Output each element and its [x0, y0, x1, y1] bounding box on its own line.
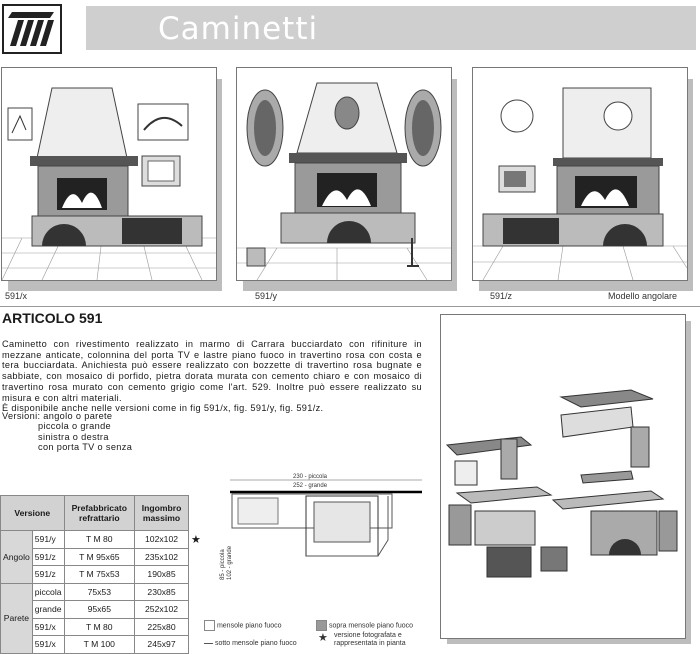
table-row: 591/x T M 80 225x80: [1, 617, 189, 636]
table-cell: 230x85: [134, 582, 189, 601]
table-row: 591/z T M 95x65 235x102: [1, 547, 189, 566]
article-heading: ARTICOLO 591: [2, 310, 103, 326]
table-cell: 245x97: [134, 635, 189, 654]
table-cell: 591/z: [31, 547, 65, 566]
versions-list: Versioni: angolo o parete piccola o gran…: [2, 411, 132, 452]
table-header-row: Versione Prefabbricato refrattario Ingom…: [0, 495, 189, 531]
table-cell: 591/x: [31, 635, 65, 654]
versions-label: Versioni: angolo o parete: [2, 411, 113, 421]
caption-591z: 591/z: [490, 291, 513, 301]
legend-label: versione fotografata e rappresentata in …: [334, 632, 406, 647]
legend-item: ★ versione fotografata e rappresentata i…: [318, 632, 428, 648]
group-label: Angolo: [0, 530, 33, 584]
version-item: con porta TV o senza: [38, 441, 133, 452]
divider: [0, 306, 700, 307]
table-header: Versione: [0, 495, 65, 531]
legend-label: mensole piano fuoco: [216, 622, 282, 630]
table-row: Angolo 591/y T M 80 102x102 ★: [0, 530, 201, 584]
plan-dim-small: 230 - piccola: [293, 474, 328, 480]
table-cell: grande: [31, 600, 65, 619]
legend-line: [204, 642, 213, 644]
star-icon: ★: [318, 632, 328, 644]
legend-label: sotto mensole piano fuoco: [214, 640, 297, 647]
table-row: 591/x T M 100 245x97: [1, 635, 189, 654]
table-cell: T M 80: [63, 617, 136, 636]
table-cell: 252x102: [134, 600, 189, 619]
table-cell: 190x85: [134, 565, 189, 584]
table-cell: piccola: [31, 582, 65, 601]
table-cell: T M 95x65: [63, 547, 136, 566]
fireplace-illustration-591x: [1, 67, 217, 281]
caption-angle-model: Modello angolare: [608, 291, 678, 301]
version-item: sinistra o destra: [38, 431, 109, 442]
legend-label: sopra mensole piano fuoco: [328, 622, 414, 630]
table-cell: T M 100: [63, 635, 136, 654]
brand-logo: [2, 4, 62, 54]
fireplace-illustration-591z: [472, 67, 688, 281]
size-value: 102x102: [145, 534, 179, 545]
legend-swatch: [204, 620, 215, 631]
spec-table: Versione Prefabbricato refrattario Ingom…: [0, 495, 201, 654]
legend-item: mensole piano fuoco: [204, 620, 282, 631]
table-cell: 235x102: [134, 547, 189, 566]
table-cell: 225x80: [134, 617, 189, 636]
plan-side-large: 102 - grande: [227, 545, 233, 580]
table-cell: 102x102 ★: [134, 530, 201, 549]
version-item: piccola o grande: [38, 421, 112, 432]
table-row: Parete piccola 75x53 230x85: [0, 582, 189, 654]
description-text: Caminetto con rivestimento realizzato in…: [2, 339, 422, 403]
available-versions-text: È disponibile anche nelle versioni come …: [2, 403, 324, 414]
article-description: Caminetto con rivestimento realizzato in…: [2, 339, 422, 414]
table-row: grande 95x65 252x102: [1, 600, 189, 619]
table-header: Ingombro massimo: [134, 495, 189, 531]
table-cell: T M 80: [63, 530, 136, 549]
legend-item: sotto mensole piano fuoco: [204, 640, 297, 647]
plan-dim-large: 252 - grande: [293, 483, 328, 489]
exploded-view-illustration: [440, 314, 686, 639]
legend-swatch: [316, 620, 327, 631]
fireplace-illustration-591y: [236, 67, 452, 281]
table-cell: 591/y: [31, 530, 65, 549]
caption-591y: 591/y: [255, 291, 278, 301]
table-header: Prefabbricato refrattario: [63, 495, 136, 531]
plan-side-small: 85 - piccola: [220, 549, 226, 580]
group-label: Parete: [0, 582, 33, 654]
floor-plan-drawing: 230 - piccola 252 - grande 85 - piccola …: [218, 470, 436, 590]
title-bar: Caminetti: [86, 6, 696, 50]
table-cell: 95x65: [63, 600, 136, 619]
photographed-star-icon: ★: [191, 534, 201, 546]
table-cell: 591/z: [31, 565, 65, 584]
caption-591x: 591/x: [5, 291, 28, 301]
page-title: Caminetti: [158, 11, 319, 47]
legend-item: sopra mensole piano fuoco: [316, 620, 413, 631]
table-cell: 591/x: [31, 617, 65, 636]
table-cell: T M 75x53: [63, 565, 136, 584]
table-cell: 75x53: [63, 582, 136, 601]
